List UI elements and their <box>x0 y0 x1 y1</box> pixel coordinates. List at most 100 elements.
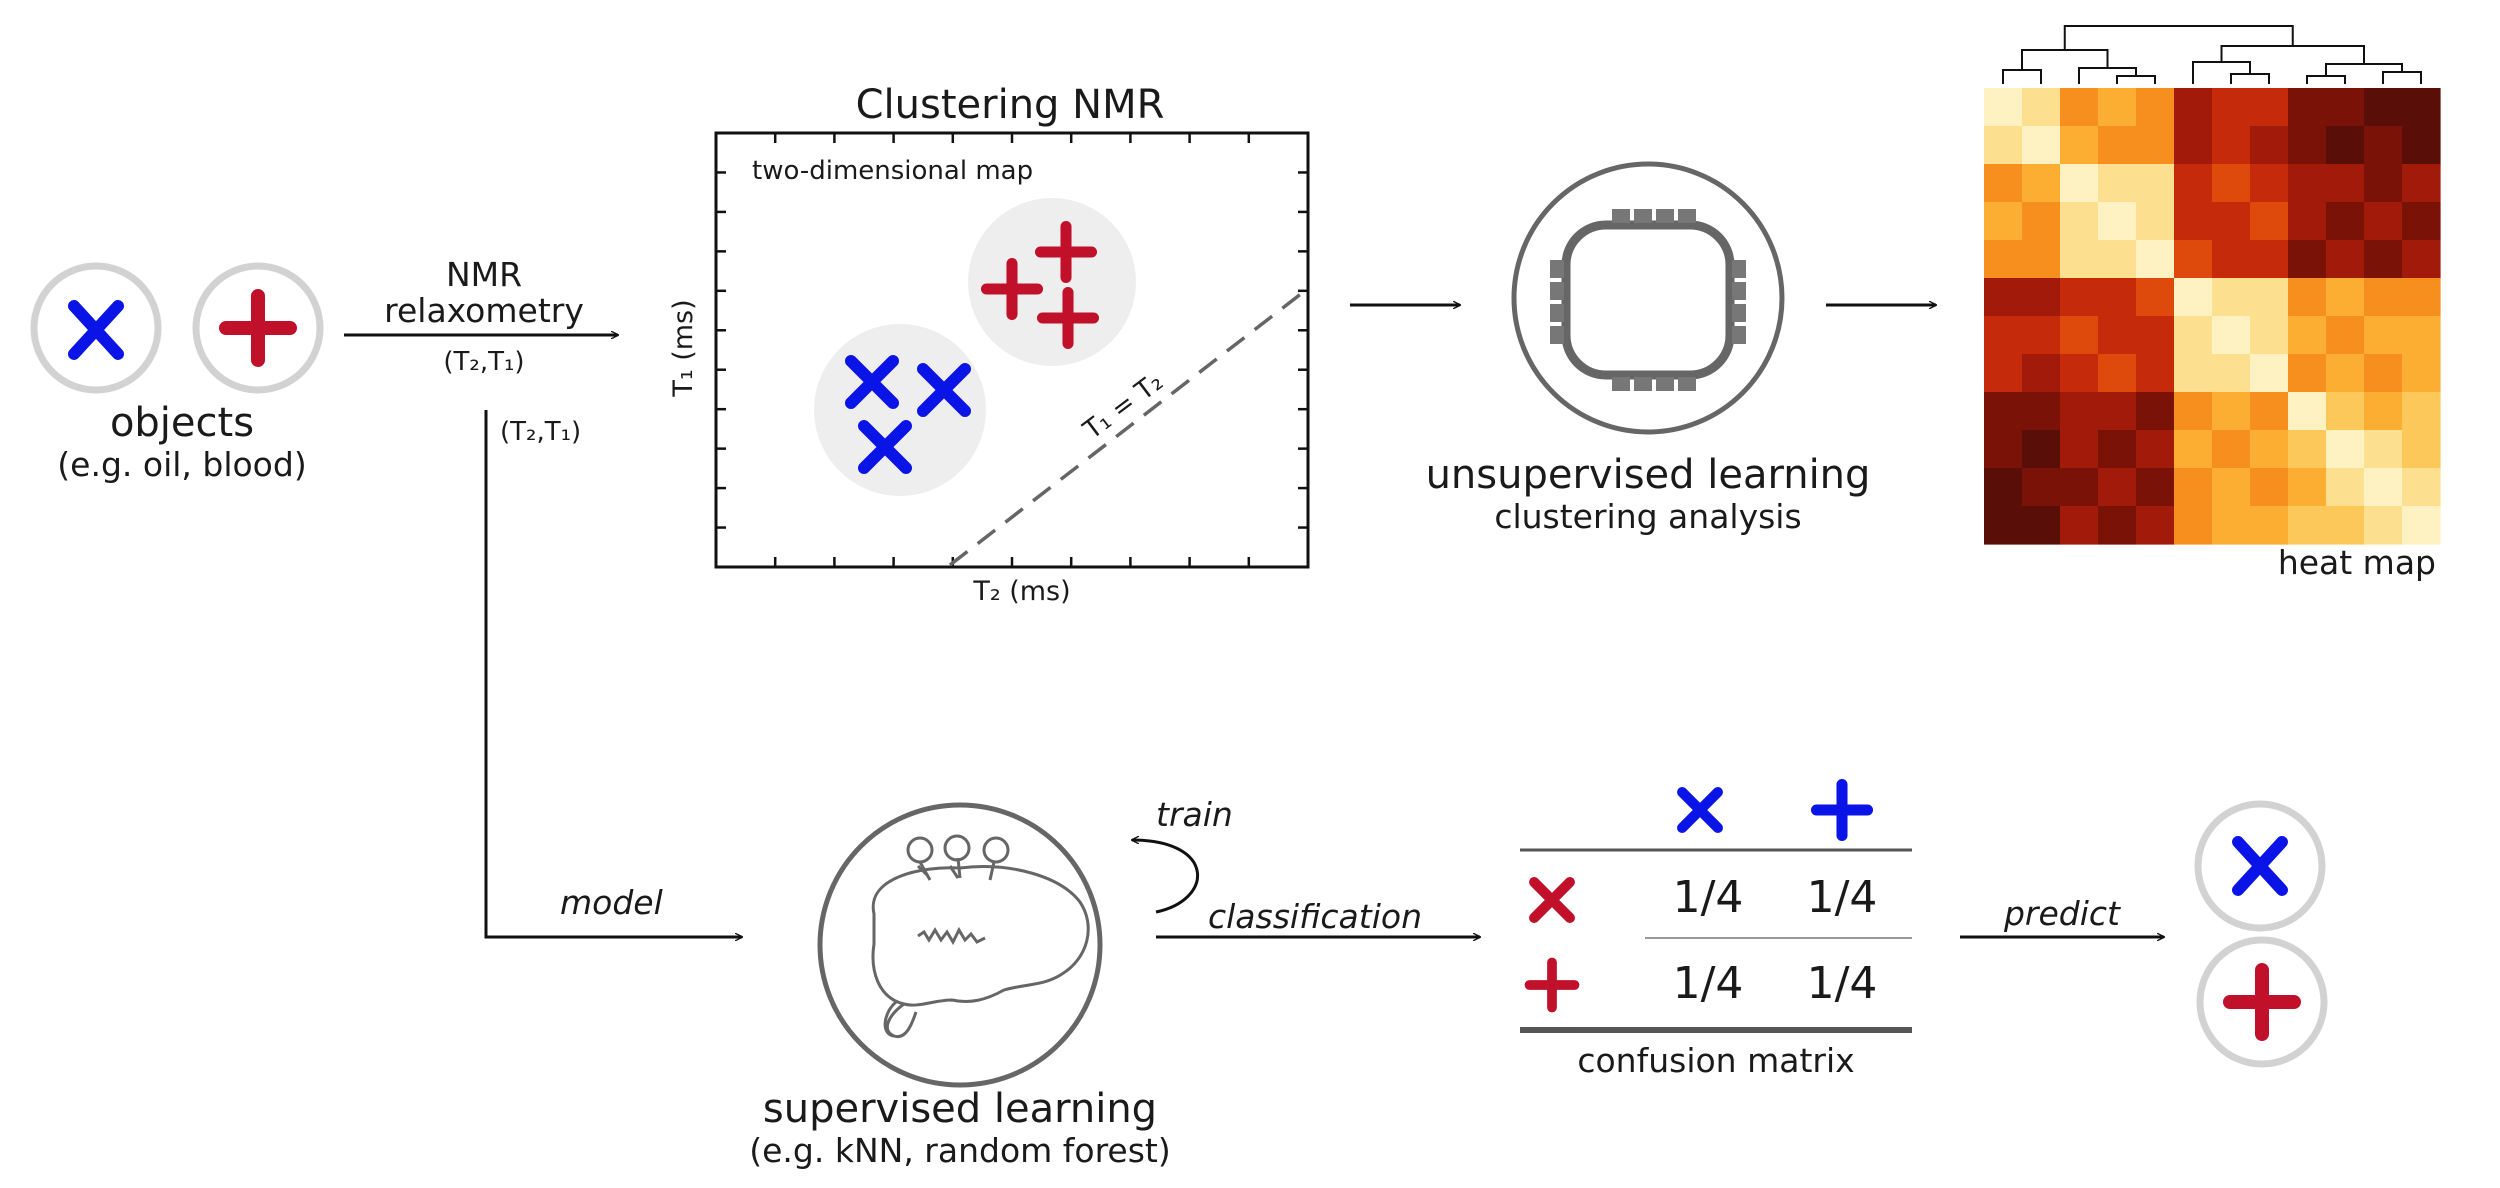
heatmap-cell <box>2326 126 2365 165</box>
heatmap-cell <box>2174 278 2213 317</box>
heatmap-cell <box>2136 126 2175 165</box>
confusion-matrix: 1/4 1/4 1/4 1/4 confusion matrix <box>1520 785 1912 1080</box>
heatmap-cell <box>2364 316 2403 355</box>
dendrogram-link <box>2306 75 2346 84</box>
chip-pin <box>1656 209 1674 223</box>
predict-label: predict <box>2003 894 2121 933</box>
heatmap-cell <box>2022 506 2061 545</box>
heatmap-cell <box>2326 278 2365 317</box>
heatmap-cell <box>2174 164 2213 203</box>
heatmap-cell <box>2212 430 2251 469</box>
heatmap-cell <box>2326 354 2365 393</box>
heatmap-cell <box>2174 506 2213 545</box>
heatmap-cell <box>2364 202 2403 241</box>
heatmap-cell <box>2174 88 2213 127</box>
heatmap-cell <box>2098 240 2137 279</box>
heatmap-cell <box>2326 240 2365 279</box>
heatmap-cell <box>2288 392 2327 431</box>
heatmap-cell <box>1984 202 2023 241</box>
two-dimensional-map-label: two-dimensional map <box>752 156 1033 186</box>
heatmap-cell <box>2098 430 2137 469</box>
heatmap-cell <box>2364 88 2403 127</box>
red-plus-icon <box>219 289 297 367</box>
heatmap-cell <box>2022 278 2061 317</box>
heatmap-cell <box>2288 202 2327 241</box>
heatmap-cell <box>2060 354 2099 393</box>
heatmap-cell <box>2098 316 2137 355</box>
heatmap-cell <box>2022 316 2061 355</box>
supervised-title: supervised learning <box>763 1086 1157 1132</box>
classification-label: classification <box>1208 897 1422 936</box>
x-axis-label: T₂ (ms) <box>972 576 1070 607</box>
heatmap-cell <box>2060 506 2099 545</box>
heatmap-cell <box>2364 354 2403 393</box>
nmr-arrow-group: NMR relaxometry (T₂,T₁) <box>344 255 618 377</box>
chip-pin <box>1612 209 1630 223</box>
relaxometry-label: relaxometry <box>384 291 584 330</box>
heatmap-cell <box>2174 126 2213 165</box>
heatmap-cell <box>2326 392 2365 431</box>
nmr-pair-label: (T₂,T₁) <box>443 347 524 377</box>
heatmap-cell <box>2136 164 2175 203</box>
heatmap-cell <box>2136 202 2175 241</box>
heatmap-cell <box>2060 392 2099 431</box>
clustering-plot: Clustering NMR two-dimensional map T₁ = … <box>668 82 1310 607</box>
heatmap-cell <box>2136 506 2175 545</box>
heatmap-cell <box>2098 468 2137 507</box>
confusion-label: confusion matrix <box>1577 1041 1854 1080</box>
heatmap-cell <box>2402 202 2441 241</box>
objects-subtitle: (e.g. oil, blood) <box>57 445 306 484</box>
red-cluster <box>968 198 1136 366</box>
heatmap-cell <box>2288 88 2327 127</box>
heatmap-cell <box>2136 88 2175 127</box>
heatmap-cell <box>2364 278 2403 317</box>
chip-pin <box>1550 260 1564 278</box>
blue-x-icon <box>68 300 124 360</box>
dendrogram-link <box>2116 75 2156 84</box>
heatmap-cell <box>2364 164 2403 203</box>
heatmap-cell <box>2098 278 2137 317</box>
heatmap-cell <box>2060 126 2099 165</box>
row-x-icon <box>1534 882 1570 918</box>
supervised-group: supervised learning (e.g. kNN, random fo… <box>749 802 1171 1170</box>
heatmap-cell <box>2060 88 2099 127</box>
heatmap-cell <box>2364 240 2403 279</box>
heatmap-cell <box>2174 354 2213 393</box>
chip-pin <box>1732 260 1746 278</box>
clustering-title: Clustering NMR <box>856 82 1165 128</box>
heatmap-cell <box>2288 430 2327 469</box>
heatmap-cell <box>2250 468 2289 507</box>
heatmap-cell <box>2326 430 2365 469</box>
heatmap-cell <box>1984 164 2023 203</box>
heatmap-cell <box>2402 126 2441 165</box>
heatmap-cell <box>1984 240 2023 279</box>
header-x-icon <box>1682 792 1718 828</box>
heatmap-cell <box>2136 392 2175 431</box>
heatmap-cell <box>2060 202 2099 241</box>
dendrogram-link <box>2002 69 2042 84</box>
header-plus-icon <box>1817 785 1868 836</box>
heatmap-cell <box>2288 354 2327 393</box>
heatmap-cell <box>2212 392 2251 431</box>
heatmap-cell <box>2022 354 2061 393</box>
heatmap-cell <box>2402 354 2441 393</box>
heatmap-cell <box>2136 468 2175 507</box>
heatmap-cell <box>2326 468 2365 507</box>
chip-pin <box>1678 209 1696 223</box>
heatmap-cell <box>2288 240 2327 279</box>
heatmap-cell <box>2098 354 2137 393</box>
heatmap-cell <box>2136 278 2175 317</box>
heatmap-cell <box>2288 506 2327 545</box>
heatmap-cell <box>2402 506 2441 545</box>
heatmap-cell <box>2174 202 2213 241</box>
heatmap-cell <box>2326 202 2365 241</box>
heatmap-cell <box>2364 506 2403 545</box>
heatmap-cell <box>2098 126 2137 165</box>
dendrogram-link <box>2063 25 2294 50</box>
heatmap-cell <box>2022 240 2061 279</box>
heatmap-cell <box>2250 506 2289 545</box>
heatmap-cell <box>2288 316 2327 355</box>
heatmap-cell <box>2212 468 2251 507</box>
heatmap-cell <box>2288 468 2327 507</box>
